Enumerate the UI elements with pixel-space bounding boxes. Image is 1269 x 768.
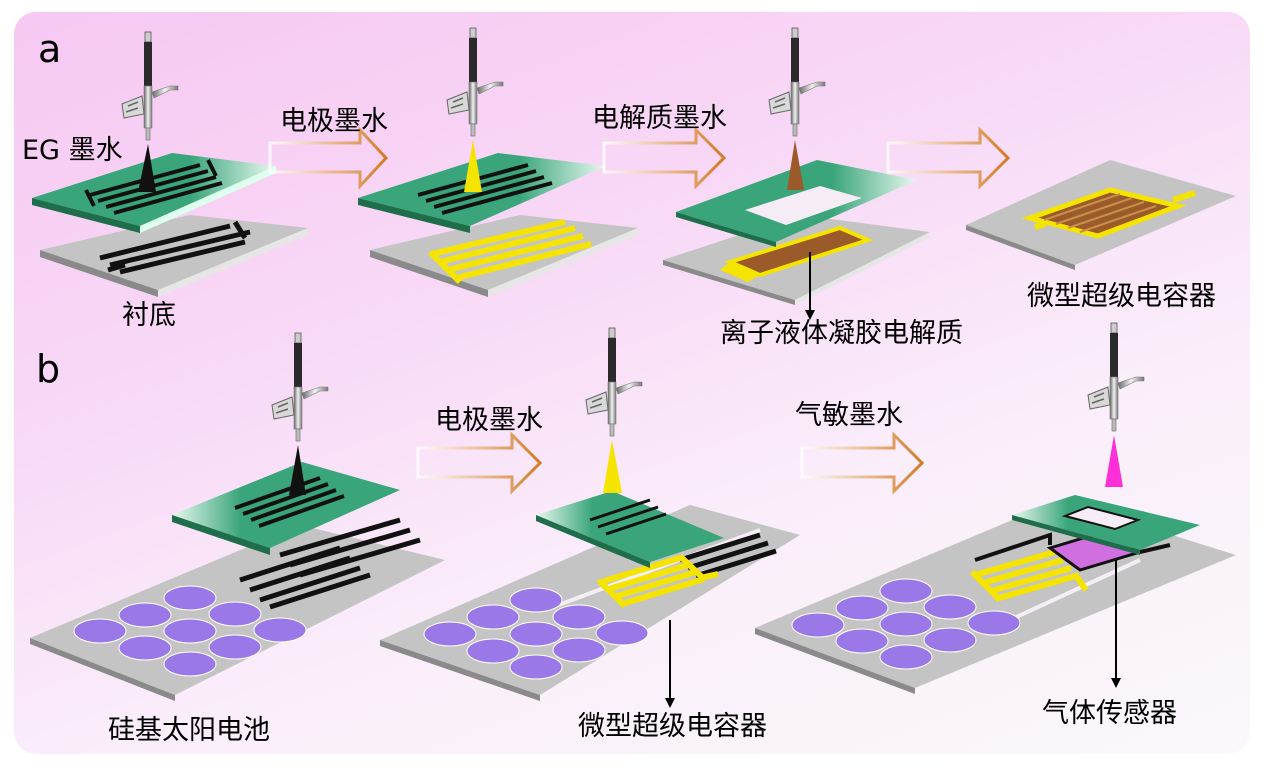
micro-supercapacitor-label-a: 微型超级电容器 xyxy=(1027,281,1216,312)
airbrush-icon xyxy=(585,327,643,437)
electrolyte-ink-label: 电解质墨水 xyxy=(592,103,727,134)
gel-electrolyte-label: 离子液体凝胶电解质 xyxy=(720,318,963,349)
eg-electrode-pattern xyxy=(99,220,251,275)
airbrush-icon xyxy=(121,31,179,141)
yellow-spray-cone xyxy=(464,140,482,192)
yellow-spray-cone xyxy=(603,440,622,493)
arrow-a2 xyxy=(602,126,727,190)
substrate-label: 衬底 xyxy=(122,300,176,331)
black-electrode-pattern xyxy=(239,517,421,610)
panel-b-letter: b xyxy=(36,347,61,391)
electrode-ink-label-a: 电极墨水 xyxy=(280,106,388,137)
yellow-electrode-pattern xyxy=(969,549,1089,603)
panel-a-letter: a xyxy=(38,27,62,71)
arrow-b1 xyxy=(416,431,543,495)
panel-b-step1 xyxy=(30,332,445,701)
silicon-solar-cell-label: 硅基太阳电池 xyxy=(108,715,270,746)
panel-a-result xyxy=(966,160,1236,270)
brown-spray-cone xyxy=(787,140,804,190)
solar-cell-array xyxy=(73,585,307,677)
panel-a-step3 xyxy=(663,27,930,320)
black-spray-cone xyxy=(138,144,156,192)
arrow-b2 xyxy=(800,431,925,495)
yellow-electrode-pattern xyxy=(427,219,592,285)
panel-a-step2 xyxy=(358,27,638,297)
airbrush-icon xyxy=(768,27,826,137)
gas-sensitive-ink-label: 气敏墨水 xyxy=(795,400,903,431)
yellow-electrode-pattern xyxy=(597,553,719,609)
panel-a-step1 xyxy=(32,31,308,297)
airbrush-icon xyxy=(446,27,504,137)
panel-b-step3 xyxy=(755,322,1236,694)
panel-b-step2 xyxy=(380,327,800,708)
finished-supercapacitor xyxy=(1021,187,1187,239)
micro-supercapacitor-label-b: 微型超级电容器 xyxy=(578,711,767,742)
electrolyte-layer xyxy=(724,225,874,278)
black-spray-cone xyxy=(289,445,306,495)
airbrush-icon xyxy=(271,332,329,442)
electrode-ink-label-b: 电极墨水 xyxy=(435,405,543,436)
eg-ink-label: EG 墨水 xyxy=(22,135,123,166)
arrow-a3 xyxy=(886,126,1011,190)
airbrush-icon xyxy=(1087,322,1145,432)
substrate-plate xyxy=(40,215,308,290)
gas-sensor-label: 气体传感器 xyxy=(1042,698,1177,729)
magenta-spray-cone xyxy=(1105,435,1123,487)
arrow-a1 xyxy=(268,126,389,190)
